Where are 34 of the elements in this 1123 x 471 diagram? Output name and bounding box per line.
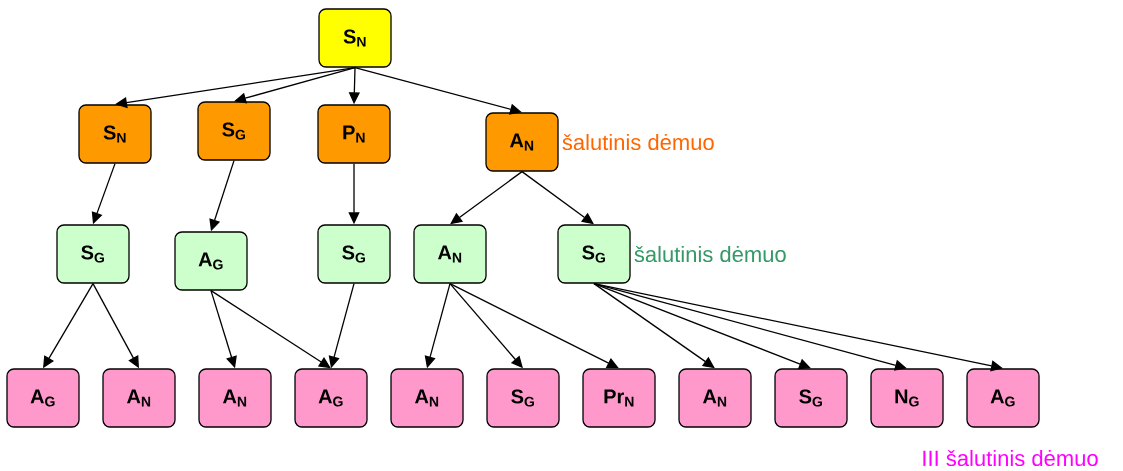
tree-node-box: A$_{G}$	[294, 368, 368, 428]
level-label: šalutinis dėmuo	[634, 245, 786, 263]
tree-node-box: A$_{G}$	[6, 368, 80, 428]
tree-node-box: A$_{N}$	[198, 368, 272, 428]
tree-node-box: Pr$_{N}$	[582, 368, 656, 428]
tree-node-box: S$_{N}$	[78, 104, 152, 164]
arrow	[450, 171, 523, 225]
level-label: šalutinis dėmuo	[562, 133, 714, 151]
tree-node-box: S$_{G}$	[774, 368, 848, 428]
tree-node-box: A$_{N}$	[485, 112, 559, 172]
tree-node-box: S$_{G}$	[56, 224, 130, 284]
tree-node-box: P$_{N}$	[317, 104, 391, 164]
tree-node-box: S$_{G}$	[317, 224, 391, 284]
tree-node-box: S$_{N}$	[318, 8, 392, 68]
arrow	[115, 67, 356, 109]
arrow	[593, 283, 1003, 372]
tree-node-box: A$_{G}$	[174, 231, 248, 291]
tree-node-box: S$_{G}$	[486, 368, 560, 428]
arrow	[593, 283, 811, 370]
tree-node-box: S$_{G}$	[197, 101, 271, 161]
level-label: III šalutinis dėmuo	[923, 449, 1098, 467]
arrow	[449, 283, 619, 369]
tree-node-box: S$_{G}$	[557, 224, 631, 284]
arrow	[521, 171, 594, 225]
tree-node-box: A$_{N}$	[413, 224, 487, 284]
arrow	[593, 283, 715, 369]
arrow	[354, 67, 522, 115]
arrow	[234, 67, 356, 104]
tree-node-box: A$_{G}$	[966, 368, 1040, 428]
tree-node-box: A$_{N}$	[678, 368, 752, 428]
tree-node-box: A$_{N}$	[102, 368, 176, 428]
tree-node-box: N$_{G}$	[870, 368, 944, 428]
tree-node-box: A$_{N}$	[390, 368, 464, 428]
arrow	[210, 290, 331, 369]
